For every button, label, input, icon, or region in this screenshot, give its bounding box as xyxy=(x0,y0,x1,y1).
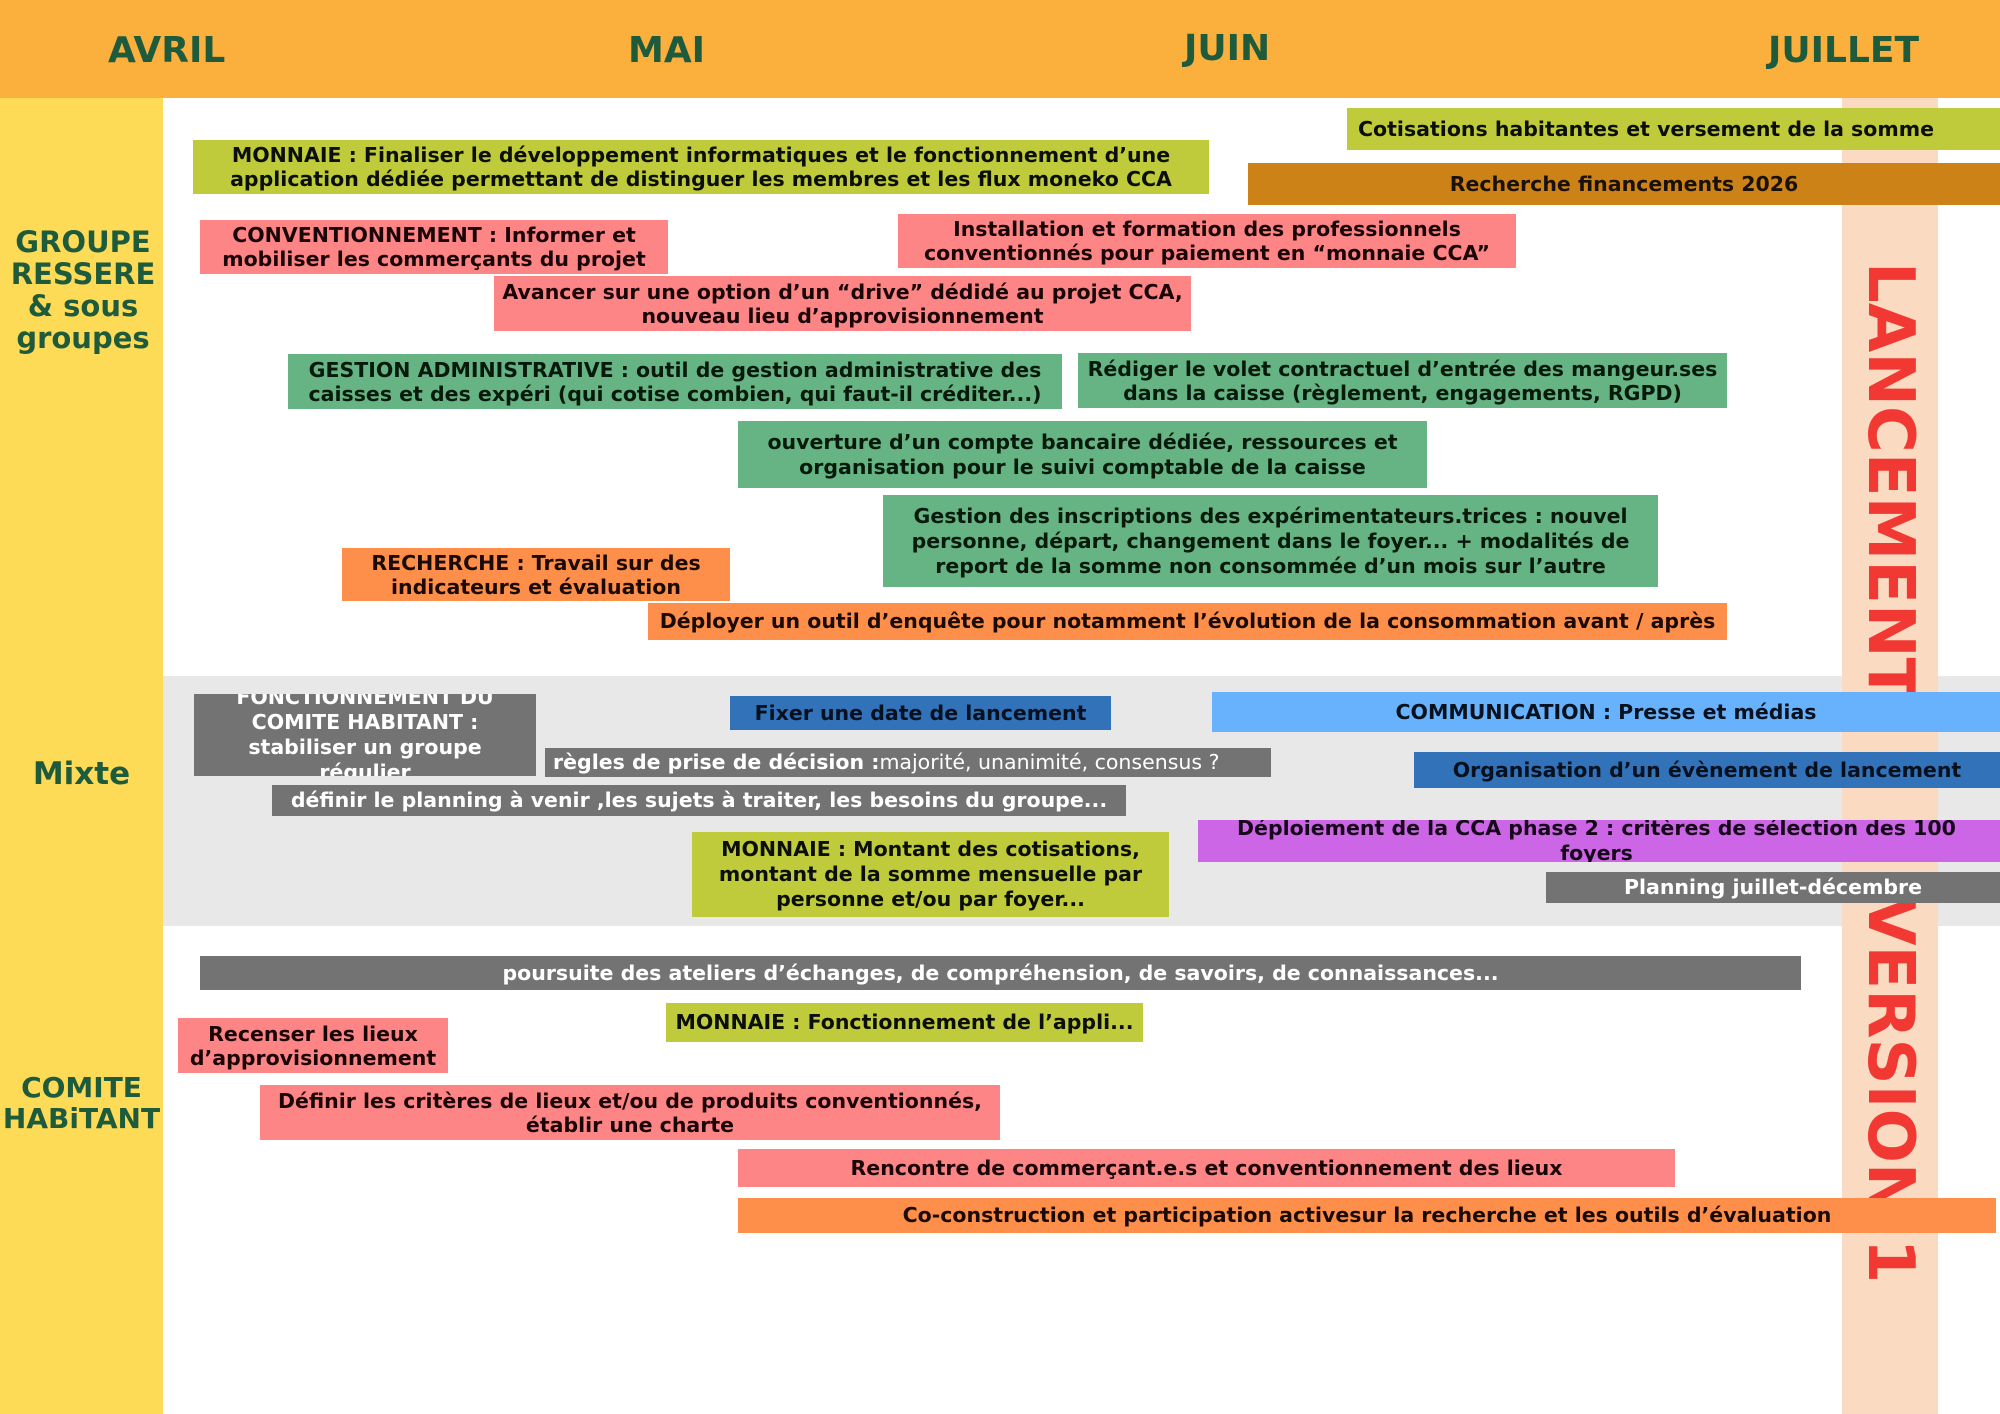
month-avril: AVRIL xyxy=(108,30,226,71)
task-co-construction: Co-construction et participation actives… xyxy=(738,1198,1996,1233)
task-recherche-indicateurs: RECHERCHE : Travail sur des indicateurs … xyxy=(342,548,730,601)
task-cotisations: Cotisations habitantes et versement de l… xyxy=(1347,108,2000,150)
month-mai: MAI xyxy=(628,30,706,71)
task-date-lancement: Fixer une date de lancement xyxy=(730,696,1111,730)
task-outil-enquete: Déployer un outil d’enquête pour notamme… xyxy=(648,603,1727,640)
task-recenser-lieux: Recenser les lieux d’approvisionnement xyxy=(178,1018,448,1073)
task-gestion-administrative: GESTION ADMINISTRATIVE : outil de gestio… xyxy=(288,354,1062,409)
task-installation-formation: Installation et formation des profession… xyxy=(898,214,1516,268)
task-monnaie-appli: MONNAIE : Fonctionnement de l’appli... xyxy=(666,1003,1143,1042)
month-juillet: JUILLET xyxy=(1768,30,1920,71)
task-regles-decision: règles de prise de décision : majorité, … xyxy=(545,748,1271,777)
task-planning-juillet-decembre: Planning juillet-décembre xyxy=(1546,872,2000,903)
task-rencontre-commercants: Rencontre de commerçant.e.s et conventio… xyxy=(738,1149,1675,1187)
task-planning-a-venir: définir le planning à venir ,les sujets … xyxy=(272,785,1126,816)
section-label-mixte: Mixte xyxy=(32,756,131,792)
month-header: AVRIL MAI JUIN JUILLET xyxy=(0,0,2000,98)
section-label-comite: COMITE HABiTANT xyxy=(2,1071,161,1135)
task-communication: COMMUNICATION : Presse et médias xyxy=(1212,692,2000,732)
task-compte-bancaire: ouverture d’un compte bancaire dédiée, r… xyxy=(738,421,1427,488)
task-deploiement-phase2: Déploiement de la CCA phase 2 : critères… xyxy=(1198,820,2000,862)
task-monnaie-cotisations: MONNAIE : Montant des cotisations, monta… xyxy=(692,832,1169,917)
month-juin: JUIN xyxy=(1184,28,1271,69)
section-sidebar xyxy=(0,98,163,1414)
task-drive: Avancer sur une option d’un “drive” dédi… xyxy=(494,276,1191,331)
task-ateliers: poursuite des ateliers d’échanges, de co… xyxy=(200,956,1801,990)
task-criteres-lieux: Définir les critères de lieux et/ou de p… xyxy=(260,1085,1000,1140)
section-label-groupe: GROUPE RESSERE & sous groupes xyxy=(10,225,156,355)
task-volet-contractuel: Rédiger le volet contractuel d’entrée de… xyxy=(1078,353,1727,408)
task-monnaie-application: MONNAIE : Finaliser le développement inf… xyxy=(193,140,1209,194)
task-recherche-financements: Recherche financements 2026 xyxy=(1248,163,2000,205)
task-fonctionnement-comite: FONCTIONNEMENT DU COMITE HABITANT : stab… xyxy=(194,694,536,776)
task-evenement-lancement: Organisation d’un évènement de lancement xyxy=(1414,752,2000,788)
task-gestion-inscriptions: Gestion des inscriptions des expérimenta… xyxy=(883,495,1658,587)
launch-label: LANCEMENT xyxy=(1853,262,1927,702)
task-conventionnement: CONVENTIONNEMENT : Informer et mobiliser… xyxy=(200,220,668,274)
